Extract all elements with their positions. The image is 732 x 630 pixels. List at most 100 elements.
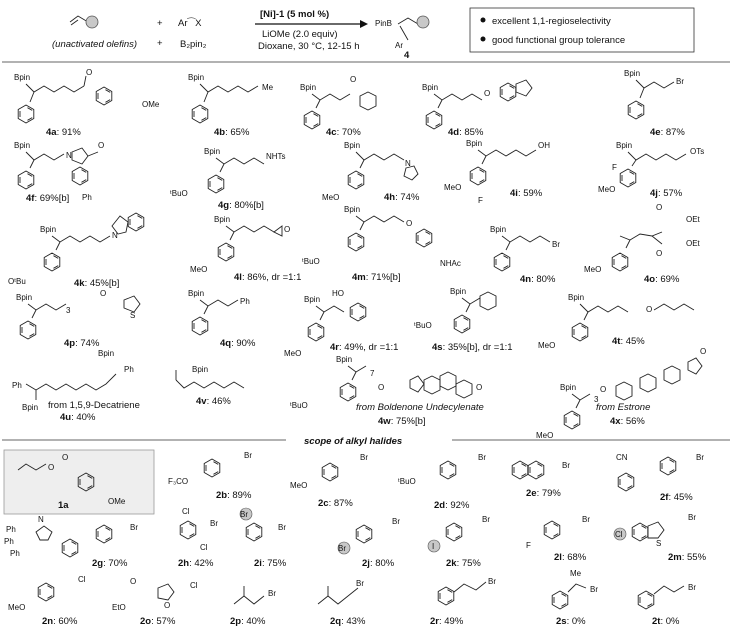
svg-text:Br: Br bbox=[478, 453, 486, 462]
svg-text:OTs: OTs bbox=[690, 147, 704, 156]
catalyst-label: [Ni]-1 (5 mol %) bbox=[260, 9, 329, 20]
highlight-2: good functional group tolerance bbox=[492, 35, 625, 46]
svg-text:Me: Me bbox=[262, 83, 274, 92]
compound-4a: Bpin O OMe 4a: 91% bbox=[14, 68, 160, 138]
compound-4l: Bpin O MeO 4l: 86%, dr =1:1 bbox=[190, 215, 301, 283]
svg-text:Bpin: Bpin bbox=[568, 293, 584, 302]
compound-2j: Br Br 2j: 80% bbox=[337, 517, 400, 569]
svg-text:OEt: OEt bbox=[686, 239, 701, 248]
svg-text:MeO: MeO bbox=[284, 349, 301, 358]
svg-text:Ph: Ph bbox=[6, 525, 16, 534]
svg-text:Bpin: Bpin bbox=[450, 287, 466, 296]
svg-text:4p: 74%: 4p: 74% bbox=[64, 338, 100, 349]
svg-text:2b: 89%: 2b: 89% bbox=[216, 490, 252, 501]
svg-text:MeO: MeO bbox=[290, 481, 307, 490]
svg-text:Br: Br bbox=[278, 523, 286, 532]
svg-text:4q: 90%: 4q: 90% bbox=[220, 338, 256, 349]
svg-text:2e: 79%: 2e: 79% bbox=[526, 488, 561, 499]
svg-text:Bpin: Bpin bbox=[304, 295, 320, 304]
svg-text:Bpin: Bpin bbox=[616, 141, 632, 150]
compound-4q: Bpin Ph 4q: 90% bbox=[188, 289, 256, 349]
svg-text:O: O bbox=[656, 249, 662, 258]
svg-text:Bpin: Bpin bbox=[214, 215, 230, 224]
note-4x: from Estrone bbox=[596, 402, 650, 413]
svg-text:7: 7 bbox=[370, 369, 375, 378]
svg-text:EtO: EtO bbox=[112, 603, 126, 612]
svg-text:4l: 86%, dr =1:1: 4l: 86%, dr =1:1 bbox=[234, 272, 301, 283]
svg-text:Cl: Cl bbox=[190, 581, 198, 590]
svg-text:F: F bbox=[478, 196, 483, 205]
svg-text:ᵗBuO: ᵗBuO bbox=[414, 321, 432, 330]
svg-text:4b: 65%: 4b: 65% bbox=[214, 127, 250, 138]
compound-2e: Br 2e: 79% bbox=[511, 460, 570, 499]
svg-text:Br: Br bbox=[338, 544, 346, 553]
compound-2b: F₃CO Br 2b: 89% bbox=[168, 451, 252, 501]
svg-text:Br: Br bbox=[562, 461, 570, 470]
svg-text:MeO: MeO bbox=[536, 431, 553, 440]
diboron-label: B₂pin₂ bbox=[180, 39, 207, 50]
svg-text:HO: HO bbox=[332, 289, 344, 298]
svg-text:4x: 56%: 4x: 56% bbox=[610, 416, 645, 427]
svg-text:OMe: OMe bbox=[142, 100, 160, 109]
compound-4t: Bpin O MeO 4t: 45% bbox=[538, 293, 695, 350]
svg-text:Br: Br bbox=[696, 453, 704, 462]
svg-text:O: O bbox=[378, 383, 384, 392]
svg-text:4t: 45%: 4t: 45% bbox=[612, 336, 645, 347]
compound-2h: Cl Br Cl 2h: 42% bbox=[178, 507, 218, 569]
compound-2s: Me Br 2s: 0% bbox=[551, 569, 598, 627]
compound-4k: Ph Bpin N OᵗBu 4k: 45%[b] bbox=[8, 193, 145, 289]
svg-text:O: O bbox=[130, 577, 136, 586]
svg-text:2p: 40%: 2p: 40% bbox=[230, 616, 266, 627]
svg-text:Bpin: Bpin bbox=[466, 139, 482, 148]
compound-4n: Bpin Br 4n: 80% bbox=[490, 225, 560, 285]
svg-text:4s: 35%[b], dr =1:1: 4s: 35%[b], dr =1:1 bbox=[432, 342, 513, 353]
compound-4b: Bpin Me 4b: 65% bbox=[188, 73, 274, 138]
svg-text:Br: Br bbox=[688, 513, 696, 522]
svg-text:Bpin: Bpin bbox=[204, 147, 220, 156]
compound-4j: Bpin OTs F MeO 4j: 57% bbox=[598, 141, 704, 199]
svg-text:Bpin: Bpin bbox=[344, 141, 360, 150]
svg-text:OEt: OEt bbox=[686, 215, 701, 224]
svg-text:Bpin: Bpin bbox=[300, 83, 316, 92]
svg-text:4u: 40%: 4u: 40% bbox=[60, 412, 96, 423]
svg-text:4m: 71%[b]: 4m: 71%[b] bbox=[352, 272, 401, 283]
compound-2m: Cl S Br 2m: 55% bbox=[613, 513, 707, 563]
svg-text:Br: Br bbox=[130, 523, 138, 532]
svg-text:Bpin: Bpin bbox=[22, 403, 38, 412]
compound-2i: Br Br 2i: 75% bbox=[239, 507, 287, 569]
arrow-head-icon bbox=[360, 20, 368, 28]
svg-text:F: F bbox=[526, 541, 531, 550]
svg-text:4v: 46%: 4v: 46% bbox=[196, 396, 231, 407]
svg-text:Ph: Ph bbox=[4, 537, 14, 546]
svg-text:F₃CO: F₃CO bbox=[168, 477, 188, 486]
compound-4p: Bpin 3 O S 4p: 74% bbox=[16, 289, 141, 349]
svg-text:ᵗBuO: ᵗBuO bbox=[302, 257, 320, 266]
compound-4u: Bpin Ph Ph Bpin from 1,5,9-Decatriene 4u… bbox=[12, 349, 140, 423]
svg-text:2t: 0%: 2t: 0% bbox=[652, 616, 680, 627]
compound-4i: Bpin OH MeO F 4i: 59% bbox=[444, 139, 550, 205]
svg-text:2l: 68%: 2l: 68% bbox=[554, 552, 587, 563]
svg-text:S: S bbox=[656, 539, 661, 548]
bullet-dot-1 bbox=[480, 17, 486, 23]
svg-text:2d: 92%: 2d: 92% bbox=[434, 500, 470, 511]
product-id: 4 bbox=[404, 50, 410, 61]
base-label: LiOMe (2.0 equiv) bbox=[262, 29, 338, 40]
compound-4m: Bpin O NHAc ᵗBuO 4m: 71%[b] bbox=[302, 205, 461, 283]
reaction-header: (unactivated olefins) + + Ar⁀X B₂pin₂ [N… bbox=[52, 7, 695, 61]
svg-text:O: O bbox=[406, 219, 412, 228]
compound-2k: I Br 2k: 75% bbox=[427, 515, 490, 569]
svg-text:Ph: Ph bbox=[10, 549, 20, 558]
compound-4w: Bpin 7 O O ᵗBuO from Boldenone Undecylen… bbox=[290, 355, 484, 427]
note-4u: from 1,5,9-Decatriene bbox=[48, 400, 140, 411]
svg-text:O: O bbox=[656, 203, 662, 212]
product-structure: PinB Ar bbox=[375, 15, 430, 50]
svg-text:ᵗBuO: ᵗBuO bbox=[170, 189, 188, 198]
olefin-1a-box bbox=[3, 449, 155, 515]
compound-2q: Br 2q: 43% bbox=[317, 579, 366, 627]
svg-text:4e: 87%: 4e: 87% bbox=[650, 127, 685, 138]
svg-text:Bpin: Bpin bbox=[336, 355, 352, 364]
compound-2d: ᵗBuO Br 2d: 92% bbox=[398, 453, 486, 511]
compound-4f: Bpin N O 4f: 69%[b] bbox=[14, 141, 104, 204]
compound-2c: MeO Br 2c: 87% bbox=[290, 453, 368, 509]
compound-2g: N Ph Ph Ph Br 2g: 70% bbox=[4, 515, 138, 569]
